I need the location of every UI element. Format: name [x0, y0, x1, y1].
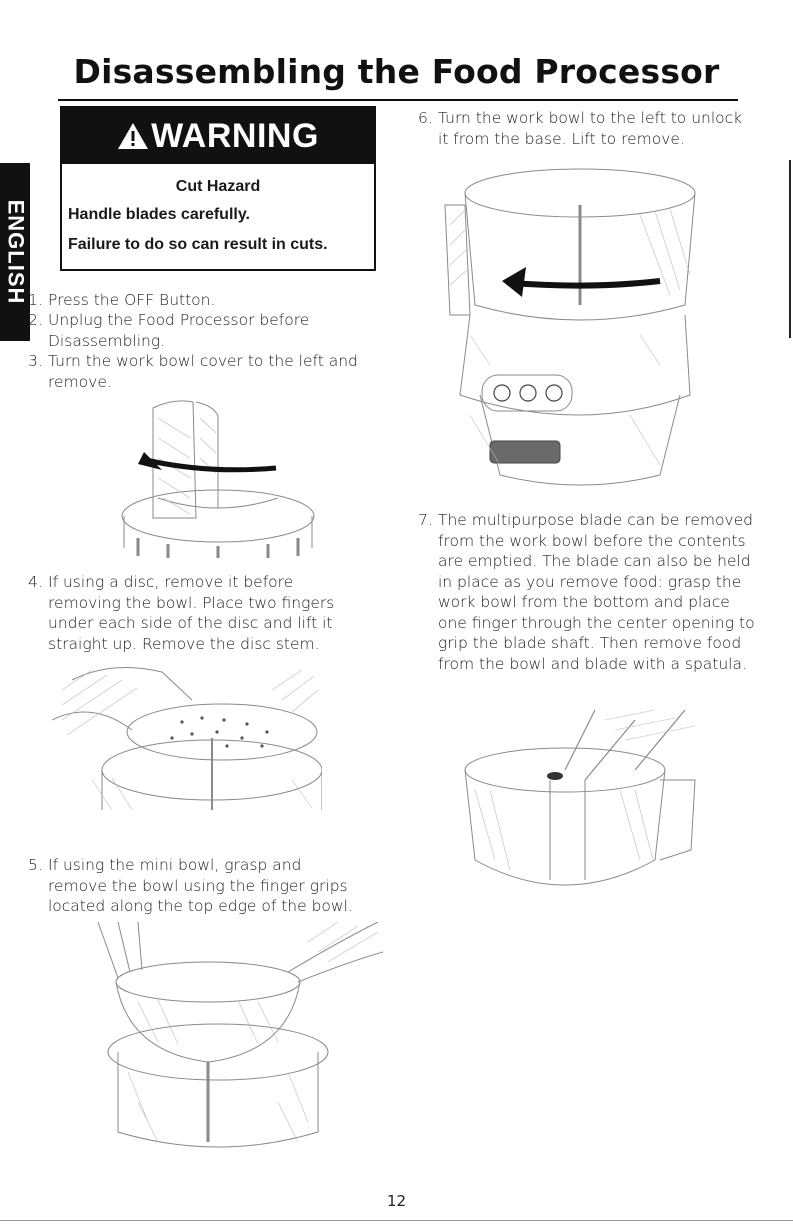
rotation-arrow-icon	[502, 267, 661, 297]
step-text: Press the OFF Button.	[48, 291, 216, 309]
bottom-rule	[0, 1220, 793, 1221]
step-number: 4.	[28, 573, 43, 591]
step-text: Turn the work bowl to the left to unlock…	[438, 109, 743, 148]
language-tab: ENGLISH	[0, 163, 30, 341]
disc-removal-illustration	[52, 667, 322, 811]
step-number: 7.	[418, 511, 433, 529]
step-number: 6.	[418, 109, 433, 127]
bowl-cover-illustration	[121, 400, 315, 558]
step-6: 6. Turn the work bowl to the left to unl…	[418, 108, 748, 149]
step-5: 5. If using the mini bowl, grasp and rem…	[28, 855, 358, 917]
work-bowl-base-illustration	[444, 168, 696, 486]
step-number: 5.	[28, 856, 43, 874]
step-text: If using a disc, remove it before removi…	[48, 573, 335, 653]
title-rule	[58, 99, 738, 101]
page-title: Disassembling the Food Processor	[73, 52, 720, 91]
warning-header: WARNING	[62, 108, 374, 164]
page-number: 12	[386, 1192, 407, 1210]
step-number: 1.	[28, 291, 43, 309]
language-tab-label: ENGLISH	[3, 199, 29, 305]
step-2: 2. Unplug the Food Processor before Disa…	[28, 310, 358, 351]
step-number: 2.	[28, 311, 43, 329]
blade-removal-illustration	[464, 710, 696, 886]
rotation-arrow-icon	[138, 452, 277, 473]
step-text: Unplug the Food Processor before Disasse…	[48, 311, 310, 350]
step-1: 1. Press the OFF Button.	[28, 290, 358, 311]
warning-header-text: WARNING	[151, 116, 319, 155]
margin-bar	[789, 160, 791, 338]
step-text: The multipurpose blade can be removed fr…	[438, 511, 755, 673]
warning-box: WARNING Cut Hazard Handle blades careful…	[60, 106, 376, 271]
warning-triangle-icon	[118, 123, 149, 149]
step-3: 3. Turn the work bowl cover to the left …	[28, 351, 358, 392]
step-text: Turn the work bowl cover to the left and…	[48, 352, 358, 391]
mini-bowl-illustration	[97, 922, 384, 1148]
step-7: 7. The multipurpose blade can be removed…	[418, 510, 758, 674]
warning-line-2: Failure to do so can result in cuts.	[68, 236, 328, 253]
warning-line-1: Handle blades carefully.	[68, 206, 250, 223]
warning-subtitle: Cut Hazard	[175, 178, 261, 195]
step-4: 4. If using a disc, remove it before rem…	[28, 572, 358, 654]
step-number: 3.	[28, 352, 43, 370]
step-text: If using the mini bowl, grasp and remove…	[48, 856, 353, 915]
